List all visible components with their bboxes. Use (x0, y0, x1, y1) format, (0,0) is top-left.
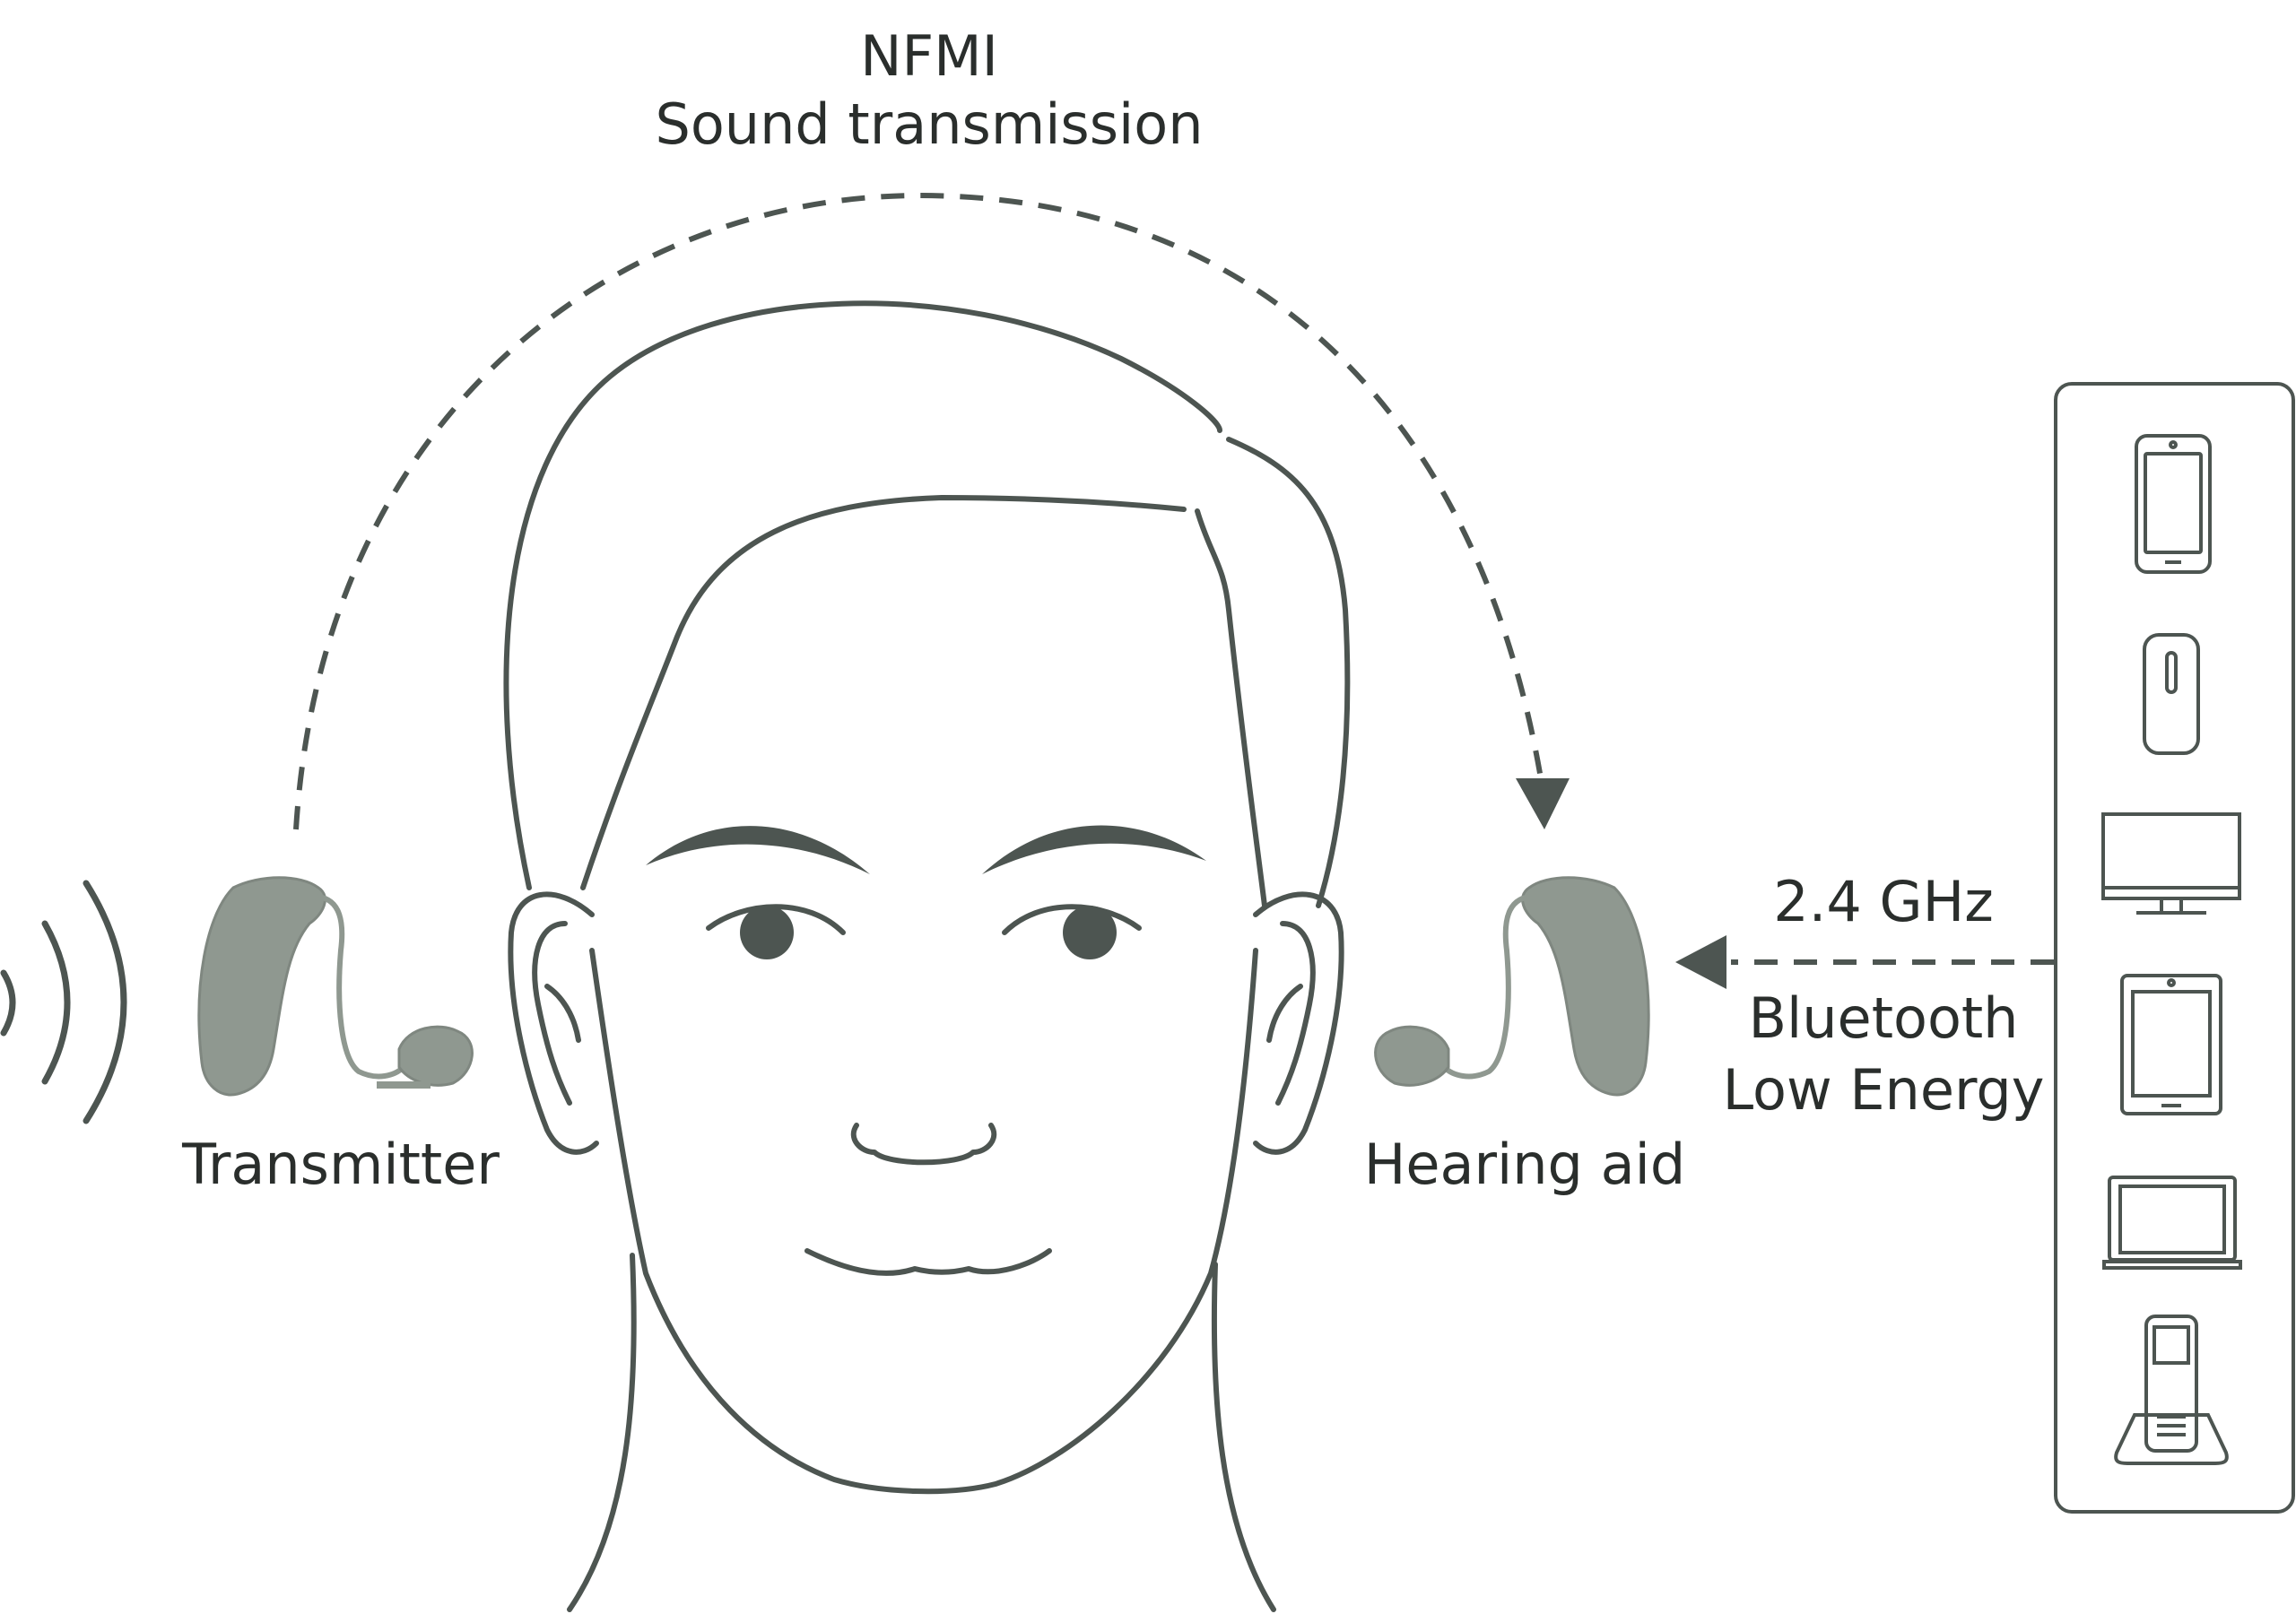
bluetooth-label: Bluetooth (1748, 985, 2019, 1051)
tv-monitor-icon (2101, 812, 2241, 915)
transmitter-label: Transmitter (182, 1132, 500, 1197)
bluetooth-transmission-arrow (1675, 935, 2054, 989)
nfmi-label: NFMI (860, 23, 998, 89)
head-illustration (503, 300, 1351, 1612)
smartphone-icon (2135, 434, 2212, 574)
sound-transmission-label: Sound transmission (655, 91, 1204, 157)
transmitter-device (197, 876, 474, 1097)
cordless-phone-icon (2114, 1315, 2229, 1465)
frequency-label: 2.4 GHz (1773, 869, 1994, 934)
tablet-icon (2120, 974, 2222, 1115)
low-energy-label: Low Energy (1722, 1057, 2045, 1123)
remote-control-icon (2143, 633, 2200, 755)
face-features (646, 825, 1206, 959)
nfmi-transmission-arrow (293, 192, 1570, 830)
laptop-icon (2102, 1176, 2242, 1270)
hearing-aid-device (1374, 876, 1650, 1097)
hearing-aid-label: Hearing aid (1363, 1132, 1686, 1197)
sound-waves-icon (0, 880, 127, 1124)
